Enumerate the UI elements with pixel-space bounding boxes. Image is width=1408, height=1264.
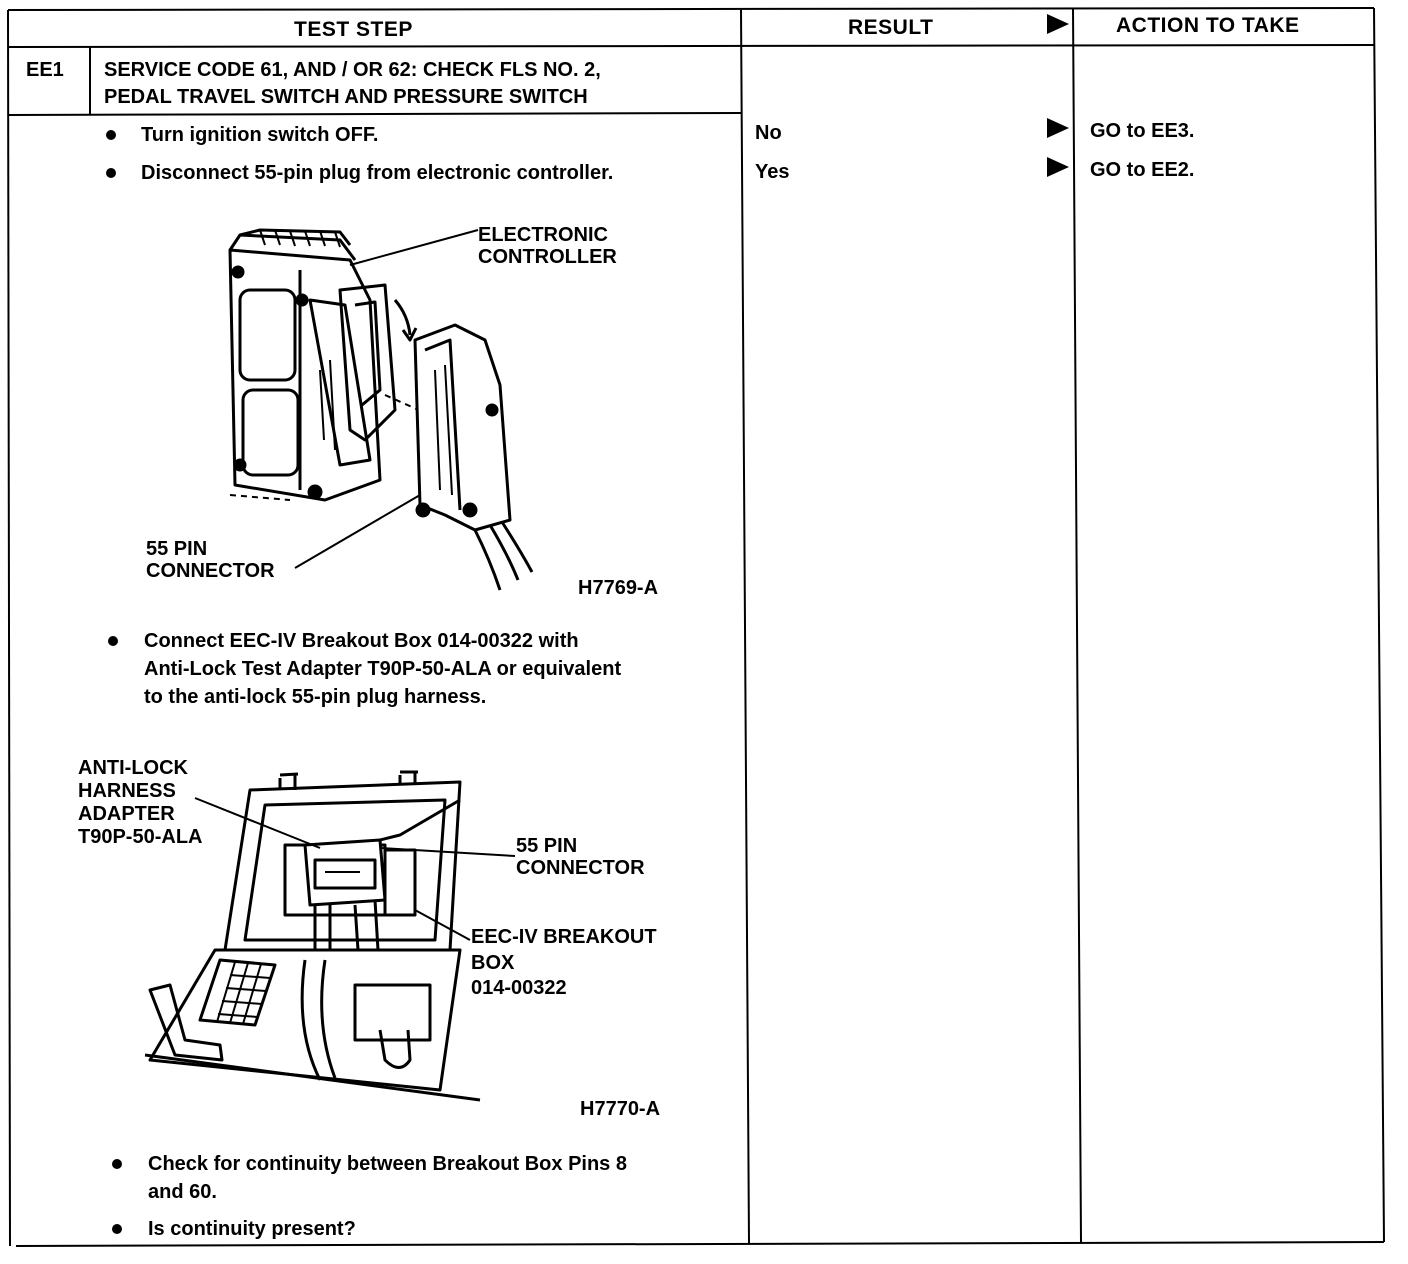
header-test-step: TEST STEP	[294, 18, 413, 41]
figure-electronic-controller	[228, 228, 534, 591]
label-adapter-3: ADAPTER	[78, 803, 175, 825]
label-electronic-controller-2: CONTROLLER	[478, 246, 617, 268]
label-electronic-controller-1: ELECTRONIC	[478, 224, 608, 246]
arrow-icon	[1047, 118, 1069, 143]
action-no: GO to EE3.	[1090, 120, 1195, 142]
bullet-icon	[112, 1159, 122, 1169]
label-breakout-2: BOX	[471, 952, 515, 974]
step-title-line2: PEDAL TRAVEL SWITCH AND PRESSURE SWITCH	[104, 86, 588, 108]
instruction-1: Turn ignition switch OFF.	[141, 124, 379, 146]
instruction-3-line1: Connect EEC-IV Breakout Box 014-00322 wi…	[144, 630, 579, 652]
arrow-icon	[1047, 157, 1069, 182]
bullet-icon	[108, 636, 118, 646]
figure1-id: H7769-A	[578, 577, 659, 599]
bullet-icon	[106, 168, 116, 178]
header-result: RESULT	[848, 16, 934, 39]
instruction-4-line1: Check for continuity between Breakout Bo…	[148, 1153, 627, 1175]
instruction-2: Disconnect 55-pin plug from electronic c…	[141, 162, 614, 184]
result-no: No	[755, 122, 782, 144]
label-55-pin-2: CONNECTOR	[146, 560, 275, 582]
instruction-3-line2: Anti-Lock Test Adapter T90P-50-ALA or eq…	[144, 658, 622, 680]
label-breakout-3: 014-00322	[471, 977, 567, 999]
label-55-pin-fig2-1: 55 PIN	[516, 835, 578, 857]
figure2-id: H7770-A	[580, 1098, 661, 1120]
bullet-icon	[106, 130, 116, 140]
bullet-icon	[112, 1224, 122, 1234]
label-breakout-1: EEC-IV BREAKOUT	[471, 926, 657, 948]
label-55-pin-fig2-2: CONNECTOR	[516, 857, 645, 879]
label-55-pin-1: 55 PIN	[146, 538, 208, 560]
header-arrow-icon	[1047, 14, 1069, 39]
instruction-3-line3: to the anti-lock 55-pin plug harness.	[144, 686, 487, 708]
step-code: EE1	[26, 59, 64, 81]
figure-breakout-box	[144, 770, 516, 1102]
step-title-line1: SERVICE CODE 61, AND / OR 62: CHECK FLS …	[104, 59, 601, 81]
action-yes: GO to EE2.	[1090, 159, 1195, 181]
question: Is continuity present?	[148, 1218, 356, 1240]
label-adapter-2: HARNESS	[78, 780, 176, 802]
label-adapter-4: T90P-50-ALA	[78, 826, 203, 848]
result-yes: Yes	[755, 161, 790, 183]
header-action: ACTION TO TAKE	[1116, 14, 1300, 37]
label-adapter-1: ANTI-LOCK	[78, 757, 188, 779]
instruction-4-line2: and 60.	[148, 1181, 217, 1203]
